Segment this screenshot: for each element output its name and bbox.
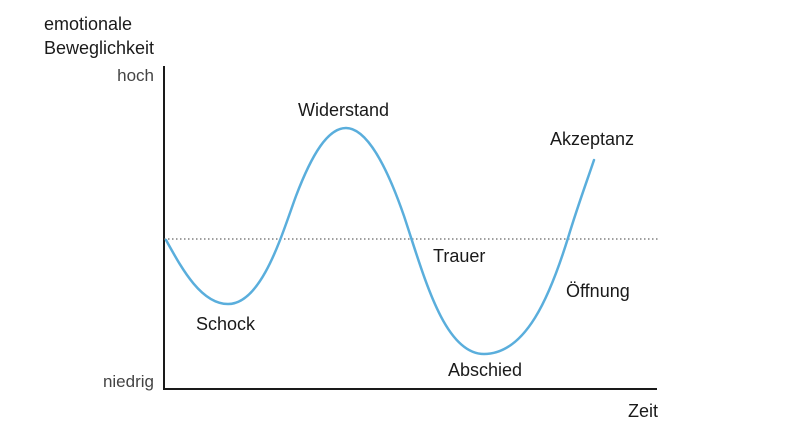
y-axis-low-label: niedrig: [103, 372, 154, 391]
phase-label-akzeptanz: Akzeptanz: [550, 129, 634, 149]
emotion-curve: [164, 126, 596, 356]
phase-label-abschied: Abschied: [448, 360, 522, 380]
phase-label-schock: Schock: [196, 314, 256, 334]
phase-label-trauer: Trauer: [433, 246, 485, 266]
x-axis-label: Zeit: [628, 401, 658, 421]
y-axis-title-line1: emotionale: [44, 14, 132, 34]
phase-label-oeffnung: Öffnung: [566, 281, 630, 301]
y-axis-title-line2: Beweglichkeit: [44, 38, 154, 58]
y-axis-high-label: hoch: [117, 66, 154, 85]
phase-label-widerstand: Widerstand: [298, 100, 389, 120]
